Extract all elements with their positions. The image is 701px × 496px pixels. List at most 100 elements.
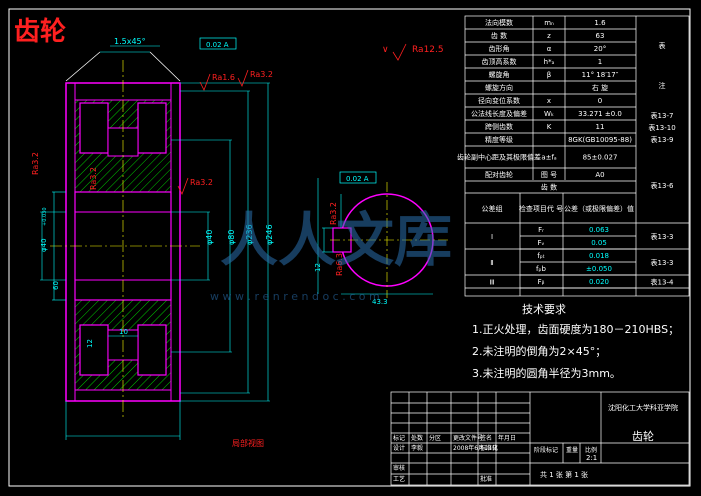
param-value: 20° [594, 45, 606, 53]
param-name: 齿 数 [491, 31, 507, 40]
group-item-value: 0.063 [589, 226, 609, 234]
param-ref: 表13-10 [648, 123, 675, 132]
param-value: 1.6 [594, 19, 606, 27]
tb-label-design: 设计 [393, 444, 405, 452]
keyway-h: 43.3 [372, 298, 388, 306]
tech-line-2: 2.未注明的倒角为2×45°； [472, 344, 606, 358]
gear-section-view: 1.5x45° φ246 φ236 φ80 φ40 φ40 60 +0.030 … [31, 37, 274, 448]
tol-frame-2 [339, 171, 377, 184]
param-symbol: mₙ [544, 19, 554, 27]
dim-12: 12 [86, 339, 94, 348]
param-value: 85±0.027 [583, 154, 618, 162]
watermark-text: 人人文库 [220, 206, 452, 274]
param-name: 径向变位系数 [478, 96, 520, 105]
param-note: 注 [659, 81, 666, 90]
watermark: 人人文库 w w w . r e n r e n d o c . c o m [210, 206, 452, 303]
sheet-count: 共 1 张 第 1 张 [540, 470, 588, 479]
ra-32-label-b: Ra3.2 [190, 178, 213, 187]
group-ref: 表13-3 [651, 258, 674, 267]
watermark-url: w w w . r e n r e n d o c . c o m [210, 290, 380, 303]
tech-heading: 技术要求 [522, 303, 566, 316]
param-ref: 表 [659, 41, 666, 50]
tb-label-zone: 分区 [429, 434, 441, 442]
param-symbol: β [547, 71, 551, 79]
tech-line-1: 1.正火处理，齿面硬度为180－210HBS； [472, 322, 679, 336]
bore-view: 0.02 A 43.3 12 Ra3.2 Ra6.3 Ra12.5 ∨ [314, 43, 448, 306]
page-title: 齿轮 [14, 17, 66, 47]
tech-line-3: 3.未注明的圆角半径为3mm。 [472, 366, 621, 380]
dim-phi246: φ246 [265, 224, 274, 245]
dim-left-2: 60 [52, 281, 60, 290]
tb-label-date: 年月日 [498, 434, 516, 442]
param-value: 8GK(GB10095-88) [568, 136, 632, 144]
param-symbol: z [547, 32, 551, 40]
tol-frame-text: 0.02 A [206, 41, 229, 49]
group-header-3: 公差（或极限偏差）值 [564, 204, 634, 213]
tb-filled-date: 2008年6月13日 [453, 444, 498, 452]
web-hole [137, 102, 167, 154]
ra-63-bore: Ra6.3 [335, 253, 344, 276]
tb-label-scale: 比例 [585, 446, 597, 454]
tol-frame-2-text: 0.02 A [346, 175, 369, 183]
param-name: 齿轮副中心距及其极限偏差 [457, 153, 541, 162]
tb-label-docno: 更改文件号 [453, 434, 483, 442]
scale-value: 2:1 [586, 454, 597, 462]
param-value: 11° 18′17″ [582, 71, 619, 79]
param-name: 齿形角 [489, 44, 510, 53]
dim-phi236: φ236 [245, 224, 254, 245]
tb-label-approve: 批准 [480, 475, 492, 483]
group-item-symbol: fₚₜ [537, 252, 545, 260]
tech-requirements: 技术要求 1.正火处理，齿面硬度为180－210HBS； 2.未注明的倒角为2×… [472, 303, 679, 380]
group-item-value: ±0.050 [586, 265, 612, 273]
ra-16-label: Ra1.6 [212, 73, 235, 82]
param-value: 11 [596, 123, 605, 131]
title-block-text: 沈阳化工大学科亚学院 齿轮 2:1 共 1 张 第 1 张 标记 处数 分区 更… [393, 403, 678, 483]
param-value: 33.271 ±0.0 [578, 110, 622, 118]
param-symbol: 图 号 [541, 171, 557, 179]
ra-32-bore: Ra3.2 [329, 202, 338, 225]
tb-label-count: 处数 [411, 434, 423, 442]
group-ref: 表13-4 [651, 278, 674, 287]
param-ref: 表13-7 [651, 111, 674, 120]
dim-left-1: φ40 [40, 238, 48, 252]
param-symbol: 齿 数 [541, 183, 557, 192]
param-name: 齿顶高系数 [482, 57, 517, 66]
ra-global: Ra12.5 [412, 45, 444, 55]
web-hole [137, 324, 167, 376]
ra-32-label-d: Ra3.2 [89, 167, 98, 190]
param-name: 配对齿轮 [485, 170, 513, 179]
part-name: 齿轮 [632, 429, 654, 443]
param-symbol: α [547, 45, 552, 53]
title-block [390, 391, 690, 486]
param-name: 螺旋角 [489, 70, 510, 79]
tol-frame [199, 37, 237, 50]
tb-label-std: 标准化 [480, 444, 498, 452]
ra-32-label-c: Ra3.2 [31, 152, 40, 175]
school-name: 沈阳化工大学科亚学院 [608, 403, 678, 412]
ra-global-paren: ∨ [382, 45, 389, 55]
param-symbol: h*ₐ [544, 58, 555, 66]
group-item-value: 0.020 [589, 278, 609, 286]
param-name: 精度等级 [485, 135, 513, 144]
ra-32-label-a: Ra3.2 [250, 70, 273, 79]
param-value: 63 [596, 32, 605, 40]
tb-label-review: 审核 [393, 464, 405, 472]
group-header-1: 公差组 [482, 204, 503, 213]
group-name: Ⅲ [490, 279, 495, 287]
param-ref: 表13-9 [651, 135, 674, 144]
dim-phi40: φ40 [205, 230, 214, 245]
keyway-w: 12 [314, 263, 322, 272]
param-symbol: a±fₐ [541, 154, 557, 162]
view-label: 局部视图 [232, 438, 264, 448]
dim-phi80: φ80 [227, 230, 236, 245]
web-hole [79, 102, 109, 154]
group-item-symbol: fₚb [536, 265, 546, 273]
param-value: A0 [595, 171, 604, 179]
group-item-symbol: Fᵣ [538, 226, 544, 234]
tb-label-weight: 重量 [566, 446, 578, 454]
param-value: 右 旋 [592, 83, 608, 92]
tb-filled-designer: 李毅 [411, 444, 423, 452]
param-symbol: K [547, 123, 552, 131]
